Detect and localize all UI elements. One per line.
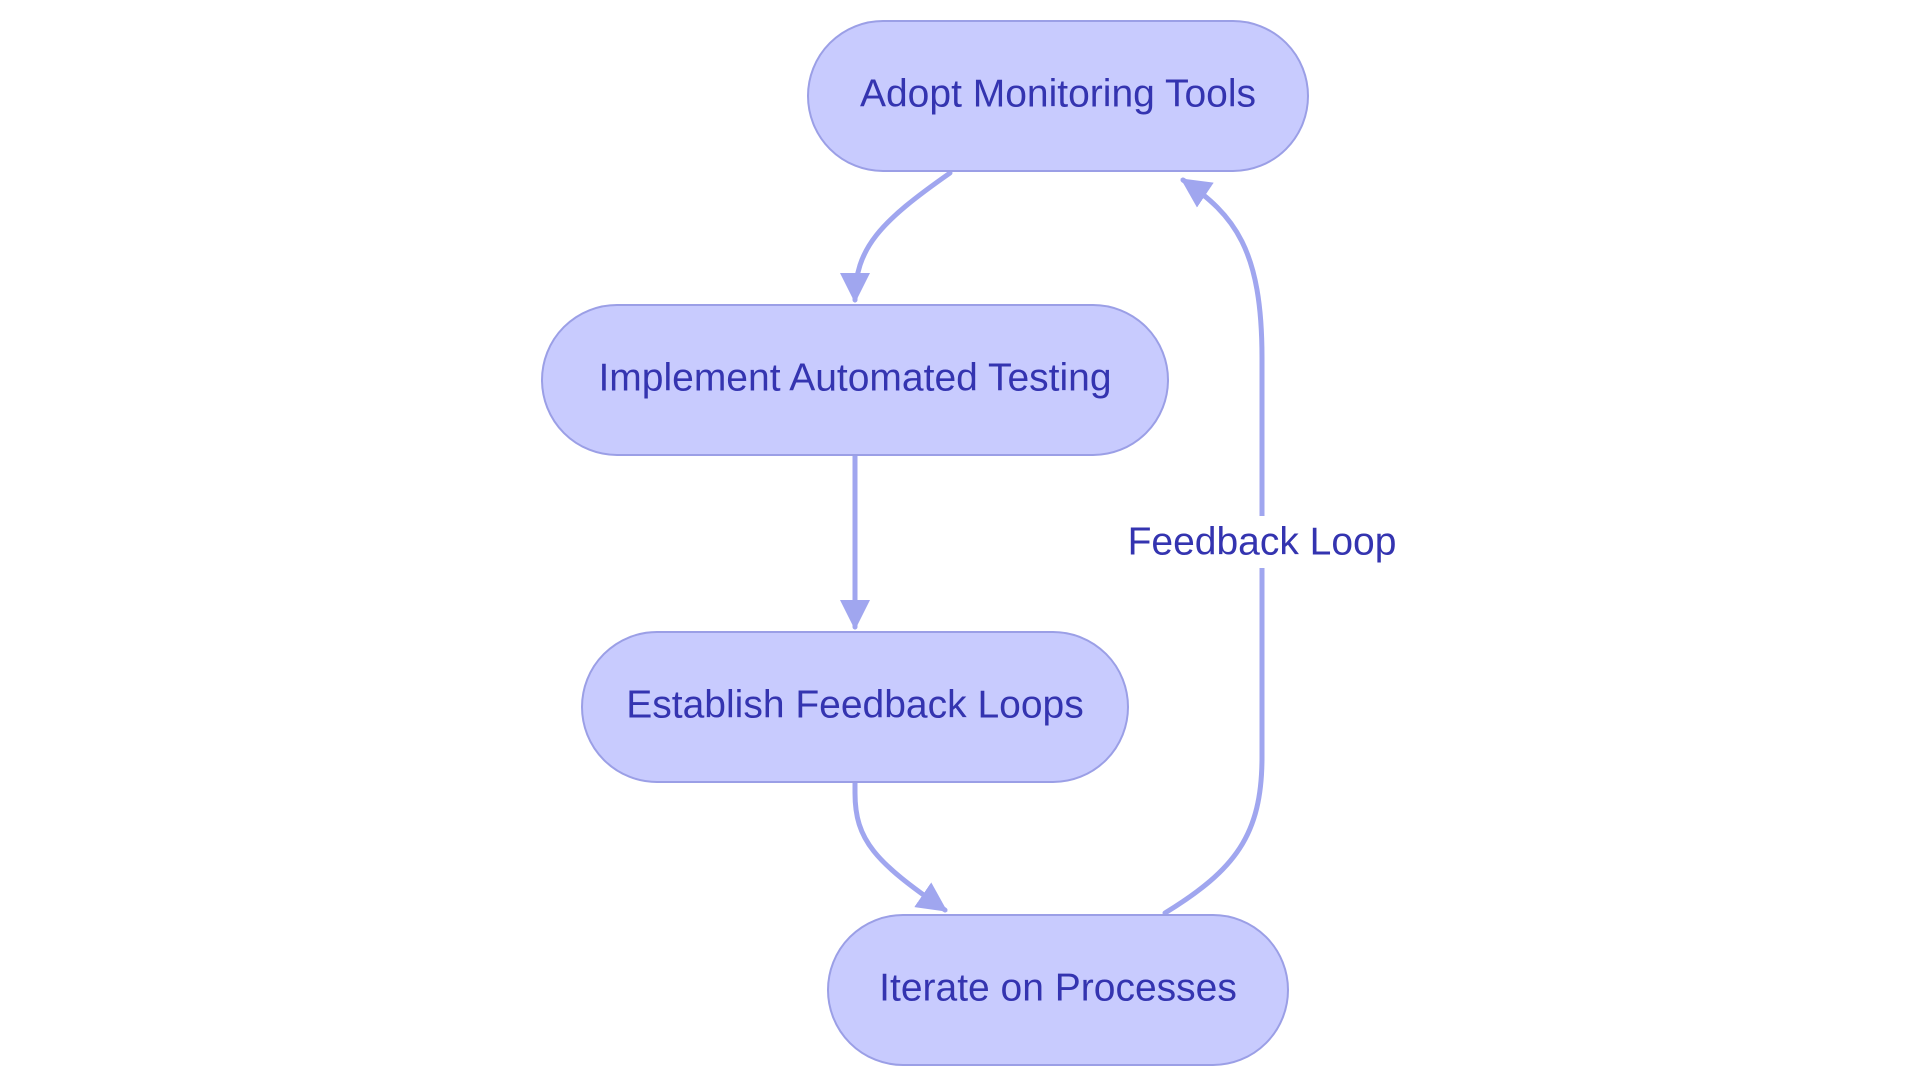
node-adopt-monitoring-tools[interactable]: Adopt Monitoring Tools — [807, 20, 1309, 172]
edge-label-text: Feedback Loop — [1128, 521, 1397, 564]
edge-adopt-to-implement — [840, 170, 953, 303]
node-label: Establish Feedback Loops — [626, 684, 1083, 727]
edge-label-feedback-loop: Feedback Loop — [1128, 516, 1397, 568]
node-label: Adopt Monitoring Tools — [860, 73, 1256, 116]
node-iterate-on-processes[interactable]: Iterate on Processes — [827, 914, 1289, 1066]
edge-establish-to-iterate — [852, 780, 948, 913]
node-implement-automated-testing[interactable]: Implement Automated Testing — [541, 304, 1169, 456]
node-establish-feedback-loops[interactable]: Establish Feedback Loops — [581, 631, 1129, 783]
node-label: Implement Automated Testing — [598, 357, 1111, 400]
node-label: Iterate on Processes — [879, 967, 1237, 1010]
